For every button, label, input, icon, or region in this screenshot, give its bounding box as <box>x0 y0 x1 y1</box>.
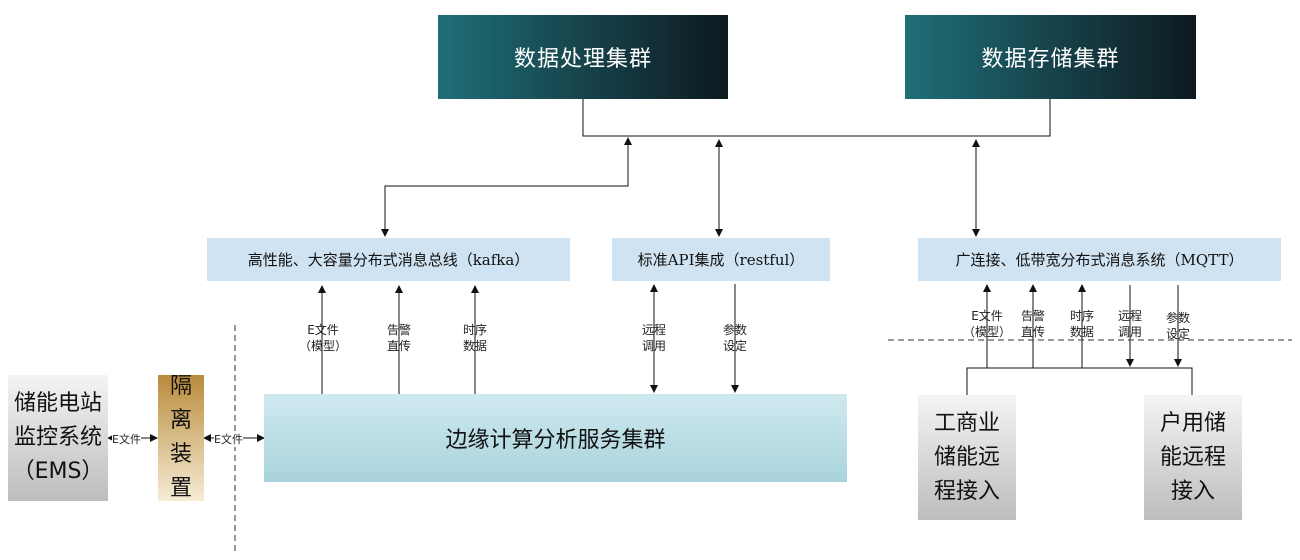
label-efile-model: E文件 （模型） <box>298 323 347 353</box>
label-param-set: 参数 设定 <box>722 323 747 353</box>
mqtt-label-alarm: 告警 直传 <box>1020 309 1045 339</box>
data-processing-cluster: 数据处理集群 <box>438 15 728 99</box>
edge-computing-cluster: 边缘计算分析服务集群 <box>264 394 847 482</box>
mqtt-bus: 广连接、低带宽分布式消息系统（MQTT） <box>918 238 1281 281</box>
label-remote-call: 远程 调用 <box>641 323 666 353</box>
ems-isolation-link-label: E文件 <box>112 431 141 447</box>
label-timeseries: 时序 数据 <box>462 323 487 353</box>
mqtt-label-remote-call: 远程 调用 <box>1117 309 1142 339</box>
isolation-device: 隔离装置 <box>158 374 204 501</box>
mqtt-label-timeseries: 时序 数据 <box>1069 309 1094 339</box>
mqtt-label-efile-model: E文件 （模型） <box>962 309 1011 339</box>
data-storage-cluster: 数据存储集群 <box>905 15 1196 99</box>
cluster-bracket <box>582 99 1051 137</box>
label-alarm: 告警 直传 <box>386 323 411 353</box>
mqtt-bracket <box>966 367 1193 395</box>
kafka-bus: 高性能、大容量分布式消息总线（kafka） <box>207 238 570 281</box>
kafka-link <box>381 137 632 237</box>
home-storage-remote-access: 户用储能远程接入 <box>1144 395 1242 520</box>
ci-storage-remote-access: 工商业储能远程接入 <box>918 395 1016 520</box>
mqtt-label-param-set: 参数 设定 <box>1165 311 1190 341</box>
ems-system: 储能电站监控系统（EMS） <box>8 375 108 501</box>
restful-api-bus: 标准API集成（restful） <box>612 238 830 281</box>
isolation-edge-link-label: E文件 <box>214 431 243 447</box>
